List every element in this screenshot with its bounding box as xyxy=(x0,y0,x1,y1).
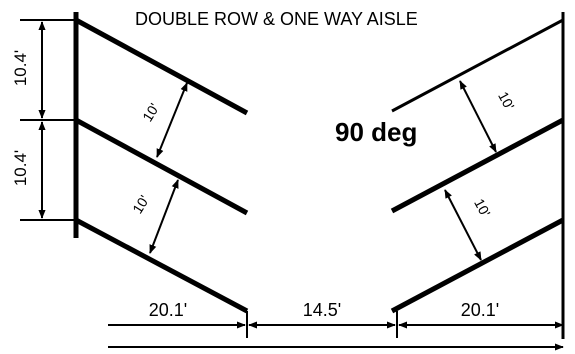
left-row-spacing-lower-label: 10.4' xyxy=(11,150,30,186)
diagram-title: DOUBLE ROW & ONE WAY AISLE xyxy=(135,9,418,29)
left-stall-width-arrow-upper xyxy=(156,82,188,158)
angle-label: 90 deg xyxy=(335,117,417,147)
right-stall-width-arrow-upper xyxy=(459,80,497,153)
right-stall-width-arrow-lower xyxy=(444,189,482,261)
right-stall-line-bottom xyxy=(390,217,565,314)
left-stall-width-lower-label: 10' xyxy=(129,192,152,216)
right-stall-line-top xyxy=(391,18,564,113)
left-stall-line-bottom xyxy=(74,217,249,314)
right-stall-width-upper-label: 10' xyxy=(495,89,518,113)
left-stall-line-top xyxy=(74,17,249,116)
left-depth-label: 20.1' xyxy=(149,300,187,320)
left-stall-width-upper-label: 10' xyxy=(139,100,162,124)
right-depth-label: 20.1' xyxy=(461,300,499,320)
left-row-spacing-upper-label: 10.4' xyxy=(11,50,30,86)
aisle-width-label: 14.5' xyxy=(303,300,341,320)
left-stall-width-arrow-lower xyxy=(149,179,179,254)
right-stall-line-middle xyxy=(390,117,565,214)
left-stall-line-middle xyxy=(74,117,249,216)
right-stall-width-lower-label: 10' xyxy=(471,196,494,220)
